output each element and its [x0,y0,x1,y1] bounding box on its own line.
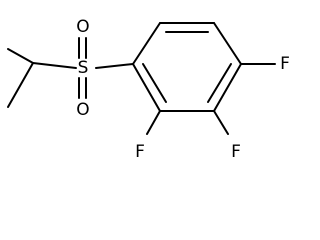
bond-sulfur-to-ring [95,63,134,69]
bond-methyl-upper-to-ch [7,48,34,64]
bond-ring-to-fluorine-bottom-right [213,110,229,135]
ring-bond-c3-c4 [213,22,242,65]
ring-inner-bond-right [207,63,232,103]
atom-label-oxygen-top: O [76,17,89,37]
bond-ring-to-fluorine-bottom-left [146,110,161,135]
bond-ch-to-methyl-lower [7,62,34,108]
bond-ch-to-sulfur [32,62,77,69]
ring-inner-bond-left [142,63,167,103]
ring-bond-c1-c2 [132,22,161,65]
atom-label-fluorine-right: F [280,54,290,74]
atom-label-fluorine-bottom-left: F [135,142,145,162]
atom-label-oxygen-bottom: O [76,100,89,120]
atom-label-fluorine-bottom-right: F [231,142,241,162]
ring-bond-c6-c1 [132,63,161,112]
molecule-structure-diagram: S O O F F F [7,17,290,162]
atom-label-sulfur: S [78,58,89,78]
ring-bond-c4-c5 [213,63,242,112]
